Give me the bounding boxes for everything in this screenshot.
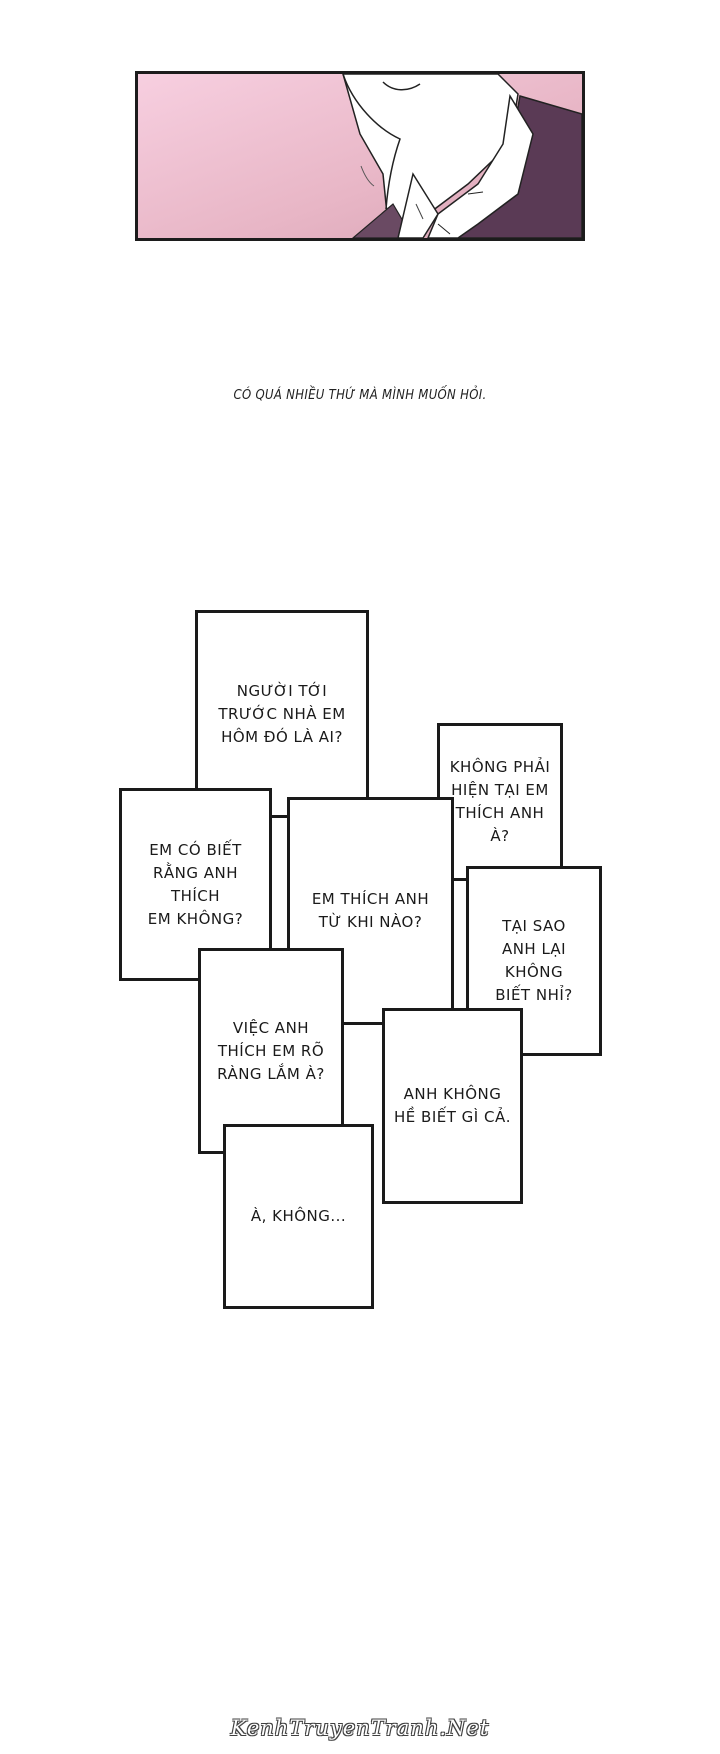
manga-panel-top	[135, 71, 585, 241]
note-who-came: NGƯỜI TỚI TRƯỚC NHÀ EM HÔM ĐÓ LÀ AI?	[195, 610, 369, 818]
note-knows-nothing: ANH KHÔNG HỀ BIẾT GÌ CẢ.	[382, 1008, 523, 1204]
narration-caption: CÓ QUÁ NHIỀU THỨ MÀ MÌNH MUỐN HỎI.	[233, 388, 487, 403]
watermark-text: KenhTruyenTranh.Net	[230, 1716, 490, 1740]
note-do-you-know: EM CÓ BIẾT RẰNG ANH THÍCH EM KHÔNG?	[119, 788, 272, 981]
note-not-now: KHÔNG PHẢI HIỆN TẠI EM THÍCH ANH À?	[437, 723, 563, 881]
panel-artwork	[138, 74, 582, 238]
note-ah-no: À, KHÔNG...	[223, 1124, 374, 1309]
note-obvious: VIỆC ANH THÍCH EM RÕ RÀNG LẮM À?	[198, 948, 344, 1154]
